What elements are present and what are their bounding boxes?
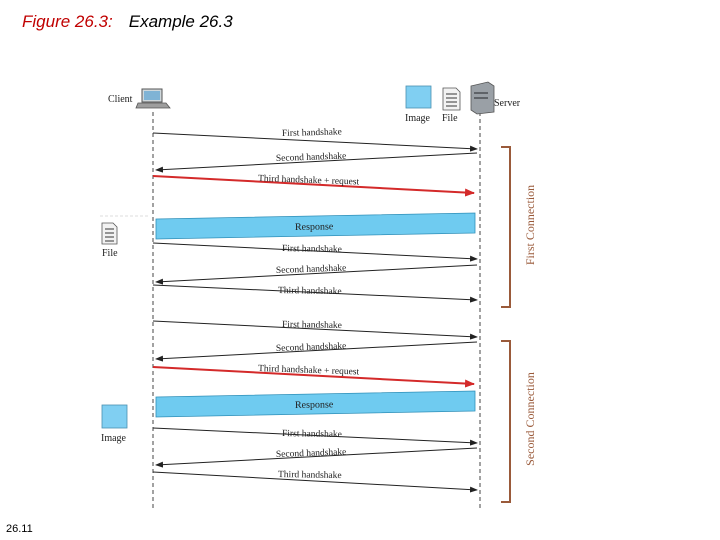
first-connection-bracket — [501, 146, 511, 308]
slide-number: 26.11 — [6, 523, 33, 535]
file-label: File — [442, 113, 458, 124]
message-arrow — [152, 471, 478, 493]
message-arrow — [155, 264, 478, 285]
message-label: Third handshake + request — [258, 364, 360, 378]
figure-number: Figure 26.3: — [22, 12, 113, 31]
message-label: Third handshake — [278, 470, 342, 481]
message-arrow — [152, 427, 478, 446]
message-arrow — [152, 320, 478, 340]
message-arrow — [152, 284, 478, 303]
image-icon — [405, 85, 432, 109]
message-label: Third handshake + request — [258, 174, 360, 188]
server-icon — [470, 81, 495, 115]
response-label: Response — [295, 399, 334, 411]
request-arrow — [152, 175, 475, 197]
received-file-icon — [101, 222, 118, 245]
file-icon — [442, 87, 461, 111]
response-label: Response — [295, 221, 334, 233]
message-label: First handshake — [282, 429, 342, 440]
server-label: Server — [494, 98, 521, 109]
second-connection-bracket — [501, 340, 511, 503]
request-arrow — [152, 366, 475, 388]
message-label: First handshake — [282, 320, 342, 331]
message-label: First handshake — [282, 244, 342, 255]
message-label: Third handshake — [278, 286, 342, 297]
laptop-icon — [135, 88, 171, 109]
message-arrow — [155, 341, 478, 362]
received-file-label: File — [102, 248, 118, 259]
figure-caption: Example 26.3 — [128, 12, 233, 31]
message-label: Second handshake — [276, 342, 347, 354]
received-image-label: Image — [101, 433, 127, 444]
figure-title: Figure 26.3: Example 26.3 — [22, 12, 233, 32]
message-arrow — [152, 242, 478, 262]
response-box — [155, 212, 476, 240]
message-label: Second handshake — [276, 264, 347, 276]
first-connection-label: First Connection — [523, 185, 537, 265]
message-label: Second handshake — [276, 152, 347, 164]
message-label: Second handshake — [276, 448, 347, 460]
second-connection-label: Second Connection — [523, 372, 537, 466]
image-label: Image — [405, 113, 431, 124]
response-box — [155, 390, 476, 418]
message-label: First handshake — [282, 127, 342, 139]
message-arrow — [155, 447, 478, 468]
message-arrow — [152, 132, 478, 152]
message-arrow — [155, 152, 478, 173]
received-image-icon — [101, 404, 128, 429]
client-label: Client — [108, 94, 133, 105]
